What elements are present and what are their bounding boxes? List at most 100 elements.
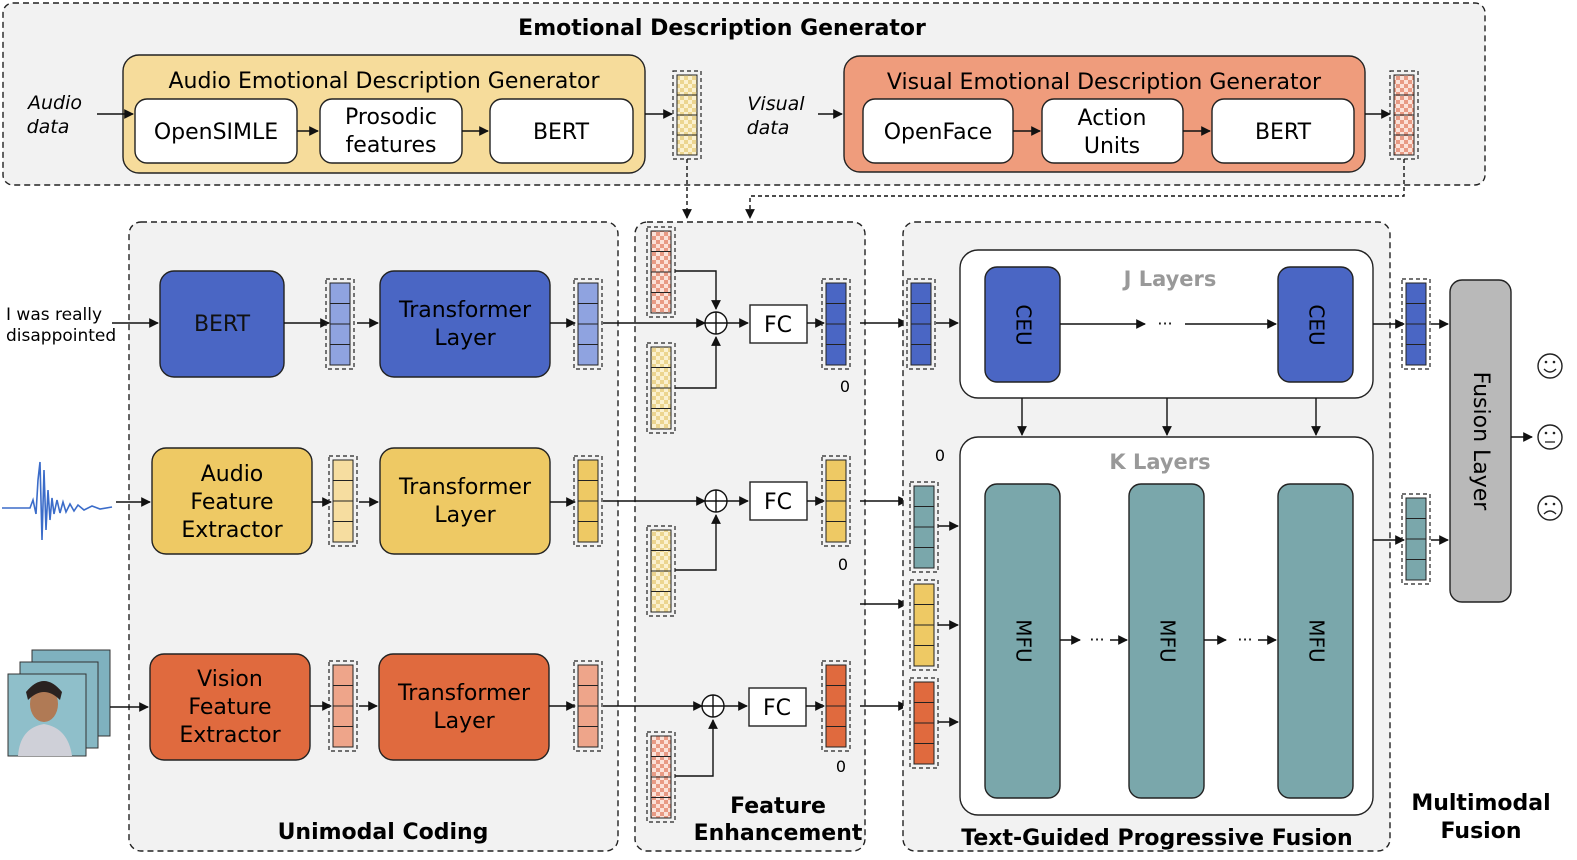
visual-data-label: Visual xyxy=(747,93,805,115)
audio-fc-label: FC xyxy=(764,490,792,515)
text-zero-label: 0 xyxy=(840,377,850,396)
fusion-vision-input-vector xyxy=(909,677,939,769)
visual-bert-box xyxy=(1211,98,1355,164)
fusion-teal-input-vector xyxy=(909,481,939,573)
vision-zero-label: 0 xyxy=(836,757,846,776)
vision-transformer-layer xyxy=(378,653,550,761)
text-transformer-layer xyxy=(379,270,551,378)
audio-transformer-output-vector xyxy=(573,455,603,547)
text-transformer-output-vector xyxy=(573,278,603,370)
vision-fc-label: FC xyxy=(763,696,791,721)
text-visual-description-vector xyxy=(646,226,676,318)
audio-enhanced-vector xyxy=(821,455,851,547)
mfu-middle-label: MFU xyxy=(1156,619,1180,662)
feature-enhancement-title-2: Enhancement xyxy=(694,821,863,846)
vision-transformer-label-2: Layer xyxy=(433,709,495,734)
text-guided-progressive-fusion: Text-Guided Progressive Fusion J Layers … xyxy=(902,221,1391,852)
audio-bert-box xyxy=(489,98,634,164)
text-transformer-label-1: Transformer xyxy=(398,298,532,323)
text-audio-description-vector xyxy=(646,342,676,434)
text-bert-encoder xyxy=(159,270,285,378)
audio-data-label: Audio xyxy=(26,92,82,114)
tgpf-title: Text-Guided Progressive Fusion xyxy=(961,826,1352,851)
multimodal-fusion-title-1: Multimodal xyxy=(1411,791,1550,816)
audio-generator-title: Audio Emotional Description Generator xyxy=(168,69,600,94)
vision-extractor-label-1: Vision xyxy=(197,667,263,692)
multimodal-fusion-title-2: Fusion xyxy=(1440,819,1521,844)
fusion-zero-label: 0 xyxy=(935,446,945,465)
prosodic-label-1: Prosodic xyxy=(345,105,437,130)
text-bert-output-vector xyxy=(325,278,355,370)
neutral-face-icon xyxy=(1537,424,1563,450)
text-bert-label: BERT xyxy=(194,312,251,337)
mfu-dots-2: ··· xyxy=(1237,630,1252,649)
vision-extractor-output-vector xyxy=(328,660,358,752)
ceu-last-label: CEU xyxy=(1305,304,1329,345)
unimodal-coding: Unimodal Coding I was really disappointe… xyxy=(2,221,619,852)
audio-transformer-layer xyxy=(379,447,551,555)
audio-extractor-label-2: Feature xyxy=(190,490,273,515)
audio-extractor-output-vector xyxy=(328,455,358,547)
happy-face-icon xyxy=(1537,353,1563,379)
ceu-first-label: CEU xyxy=(1012,304,1036,345)
visual-generator-title: Visual Emotional Description Generator xyxy=(887,70,1322,95)
mfu-last xyxy=(1277,483,1354,799)
visual-bert-label: BERT xyxy=(1255,120,1312,145)
ceu-output-vector xyxy=(1401,278,1431,370)
fusion-layer-label: Fusion Layer xyxy=(1468,372,1493,512)
audio-extractor-label-3: Extractor xyxy=(181,518,283,543)
opensmile-label: OpenSIMLE xyxy=(154,120,278,145)
audio-zero-label: 0 xyxy=(838,555,848,574)
ceu-last xyxy=(1277,266,1354,383)
audio-waveform-icon xyxy=(2,461,113,541)
emotional-description-generator: Emotional Description Generator Audio Em… xyxy=(2,2,1486,219)
fusion-audio-input-vector xyxy=(909,579,939,671)
audio-data-label-2: data xyxy=(27,116,70,138)
text-input-line1: I was really xyxy=(6,305,102,325)
visual-data-label-2: data xyxy=(747,117,790,139)
fusion-text-input-vector xyxy=(906,278,936,370)
mfu-first xyxy=(984,483,1061,799)
audio-transformer-label-1: Transformer xyxy=(398,475,532,500)
vision-extractor-label-3: Extractor xyxy=(179,723,281,748)
mfu-first-label: MFU xyxy=(1012,619,1036,662)
audio-description-input-vector xyxy=(646,525,676,617)
audio-extractor-label-1: Audio xyxy=(201,462,264,487)
openface-label: OpenFace xyxy=(884,120,993,145)
audio-feature-extractor xyxy=(151,447,313,555)
sad-face-icon xyxy=(1537,495,1563,521)
vision-description-input-vector xyxy=(646,731,676,823)
vision-fc-box xyxy=(748,687,807,727)
text-fc-box xyxy=(749,304,808,344)
k-layers-label: K Layers xyxy=(1109,450,1210,474)
text-enhanced-vector xyxy=(821,278,851,370)
text-transformer-label-2: Layer xyxy=(434,326,496,351)
feature-vectors xyxy=(325,226,1431,823)
mfu-middle xyxy=(1128,483,1205,799)
prosodic-label-2: features xyxy=(346,133,437,158)
audio-transformer-label-2: Layer xyxy=(434,503,496,528)
feature-enhancement-title-1: Feature xyxy=(730,794,826,819)
vision-transformer-output-vector xyxy=(573,660,603,752)
text-fc-label: FC xyxy=(764,313,792,338)
j-layers-label: J Layers xyxy=(1122,267,1217,291)
vision-transformer-label-1: Transformer xyxy=(397,681,531,706)
action-units-label-1: Action xyxy=(1078,106,1147,131)
edg-title: Emotional Description Generator xyxy=(518,16,926,41)
mfu-dots-1: ··· xyxy=(1089,630,1104,649)
vision-extractor-label-2: Feature xyxy=(188,695,271,720)
text-input-line2: disappointed xyxy=(6,326,116,346)
action-units-label-2: Units xyxy=(1084,134,1140,159)
unimodal-title: Unimodal Coding xyxy=(278,820,489,845)
feature-enhancement: Feature Enhancement FC 0 FC 0 FC 0 xyxy=(603,221,908,852)
audio-bert-label: BERT xyxy=(533,120,590,145)
feature-enhancement-frame xyxy=(634,221,866,852)
mfu-last-label: MFU xyxy=(1305,619,1329,662)
video-frames-image xyxy=(7,649,111,757)
audio-fc-box xyxy=(749,481,808,521)
vision-enhanced-vector xyxy=(821,660,851,752)
mfu-output-vector xyxy=(1401,493,1431,585)
ceu-dots: ··· xyxy=(1157,314,1172,333)
vision-feature-extractor xyxy=(149,653,311,761)
